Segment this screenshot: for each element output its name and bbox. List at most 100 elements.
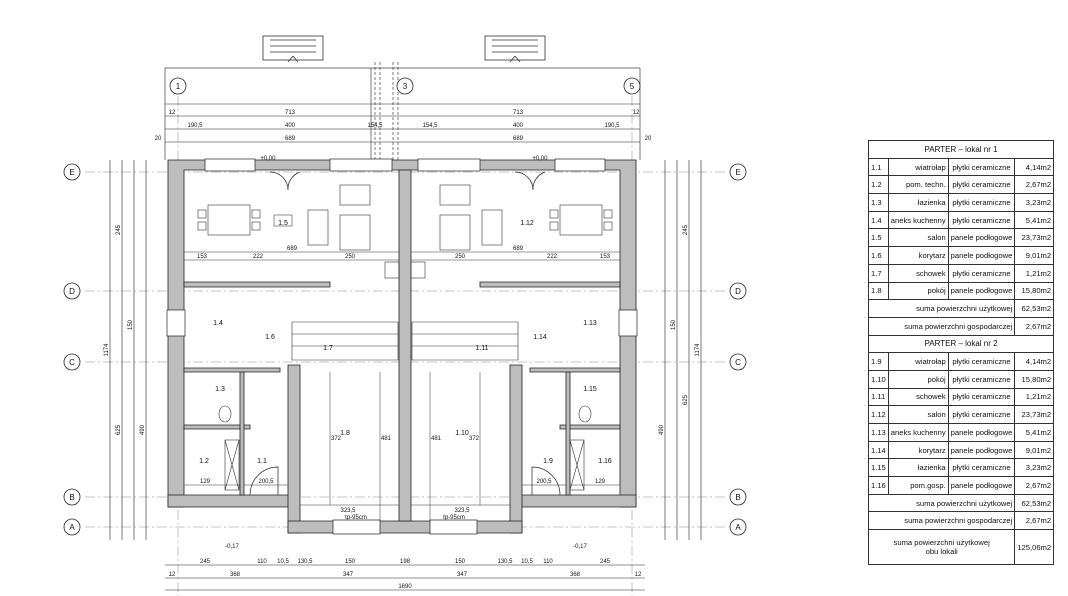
top-dimensions <box>165 103 640 143</box>
dim-bottom: 12 <box>635 572 642 578</box>
dim-bottom: 12 <box>169 572 176 578</box>
dim-inner: 481 <box>431 436 442 442</box>
dim-top: 713 <box>513 110 524 116</box>
room-area: 9,01m2 <box>1014 440 1055 460</box>
room-number: 1.5 <box>868 228 889 248</box>
dim-inner: 129 <box>200 479 211 485</box>
dim-inner: 323,5 <box>454 508 470 514</box>
dim-top: 713 <box>285 110 296 116</box>
room-name: schowek <box>887 387 949 407</box>
dim-bottom: 10,5 <box>277 559 289 565</box>
dim-bottom: 10,5 <box>521 559 533 565</box>
dim-top: 400 <box>285 123 296 129</box>
room-floor-material: panele podłogowe <box>947 440 1016 460</box>
room-floor-material: płytki ceramiczne <box>947 210 1016 230</box>
room-name: aneks kuchenny <box>887 210 949 230</box>
room-area: 15,80m2 <box>1014 369 1055 389</box>
axis-label-1: 1 <box>176 82 181 91</box>
bottom-dimensions <box>165 564 645 591</box>
dim-top: 689 <box>513 136 524 142</box>
dim-top: 12 <box>633 110 640 116</box>
furniture <box>197 184 613 491</box>
dim-bottom: 347 <box>343 572 354 578</box>
dim-inner: 222 <box>253 254 264 260</box>
room-number: 1.10 <box>868 369 889 389</box>
room-floor-material: panele podłogowe <box>947 246 1016 265</box>
room-number: 1.6 <box>868 246 889 265</box>
room-name: korytarz <box>887 440 949 460</box>
openings <box>166 158 638 535</box>
room-name: aneks kuchenny <box>887 423 949 442</box>
room-number: 1.7 <box>868 263 889 283</box>
dim-top: 154,5 <box>367 123 383 129</box>
room-floor-material: płytki ceramiczne <box>947 193 1016 212</box>
room-area: 15,80m2 <box>1014 281 1055 301</box>
room-number: 1.13 <box>868 423 889 442</box>
room-area: 23,73m2 <box>1014 405 1055 424</box>
room-label: 1.5 <box>278 220 288 227</box>
dim-bottom: 347 <box>457 572 468 578</box>
room-area: 3,23m2 <box>1014 458 1055 478</box>
level-mark: -0,17 <box>573 544 587 550</box>
dim-side: 490 <box>659 424 665 435</box>
axis-label-a-left: A <box>69 523 75 532</box>
lokal2-utility-sum-value: 2,67m2 <box>1014 511 1055 531</box>
dim-side: 150 <box>671 319 677 330</box>
dim-top: 154,5 <box>422 123 438 129</box>
room-area: 5,41m2 <box>1014 423 1055 442</box>
room-area: 2,67m2 <box>1014 175 1055 195</box>
dim-inner: 200,5 <box>258 479 274 485</box>
room-label: 1.10 <box>455 430 469 437</box>
roof-outline <box>164 62 641 160</box>
room-name: schowek <box>887 263 949 283</box>
room-floor-material: panele podłogowe <box>947 476 1016 495</box>
room-floor-material: płytki ceramiczne <box>947 263 1016 283</box>
dim-top: 20 <box>645 136 652 142</box>
room-number: 1.12 <box>868 405 889 424</box>
level-mark: ±0,00 <box>533 156 549 162</box>
lokal1-utility-sum-value: 2,67m2 <box>1014 316 1055 336</box>
room-number: 1.15 <box>868 458 889 478</box>
window-label: tp-95cm <box>345 515 367 521</box>
dim-inner: 200,5 <box>536 479 552 485</box>
axis-label-5: 5 <box>630 82 635 91</box>
dim-inner: 323,5 <box>340 508 356 514</box>
level-mark: -0,17 <box>225 544 239 550</box>
room-label: 1.6 <box>265 334 275 341</box>
axis-label-c-right: C <box>735 358 741 367</box>
dim-top: 20 <box>155 136 162 142</box>
room-name: wiatrołap <box>887 352 949 371</box>
dim-inner: 689 <box>287 246 298 252</box>
room-floor-material: płytki ceramiczne <box>947 175 1016 195</box>
room-area: 23,73m2 <box>1014 228 1055 248</box>
axis-label-b-left: B <box>69 493 74 502</box>
room-name: łazienka <box>887 193 949 212</box>
room-label: 1.2 <box>199 458 209 465</box>
axis-label-a-right: A <box>735 523 741 532</box>
dim-top: 12 <box>169 110 176 116</box>
room-area: 9,01m2 <box>1014 246 1055 265</box>
room-label: 1.14 <box>533 334 547 341</box>
room-label: 1.15 <box>583 386 597 393</box>
lokal1-usable-sum-label: suma powierzchni użytkowej <box>867 299 1016 318</box>
room-area: 4,14m2 <box>1014 157 1055 177</box>
axis-label-d-right: D <box>735 287 741 296</box>
room-area: 2,67m2 <box>1014 476 1055 495</box>
side-dimensions <box>109 160 702 540</box>
room-label: 1.1 <box>257 458 267 465</box>
room-area: 1,21m2 <box>1014 387 1055 407</box>
room-number: 1.9 <box>868 352 889 371</box>
